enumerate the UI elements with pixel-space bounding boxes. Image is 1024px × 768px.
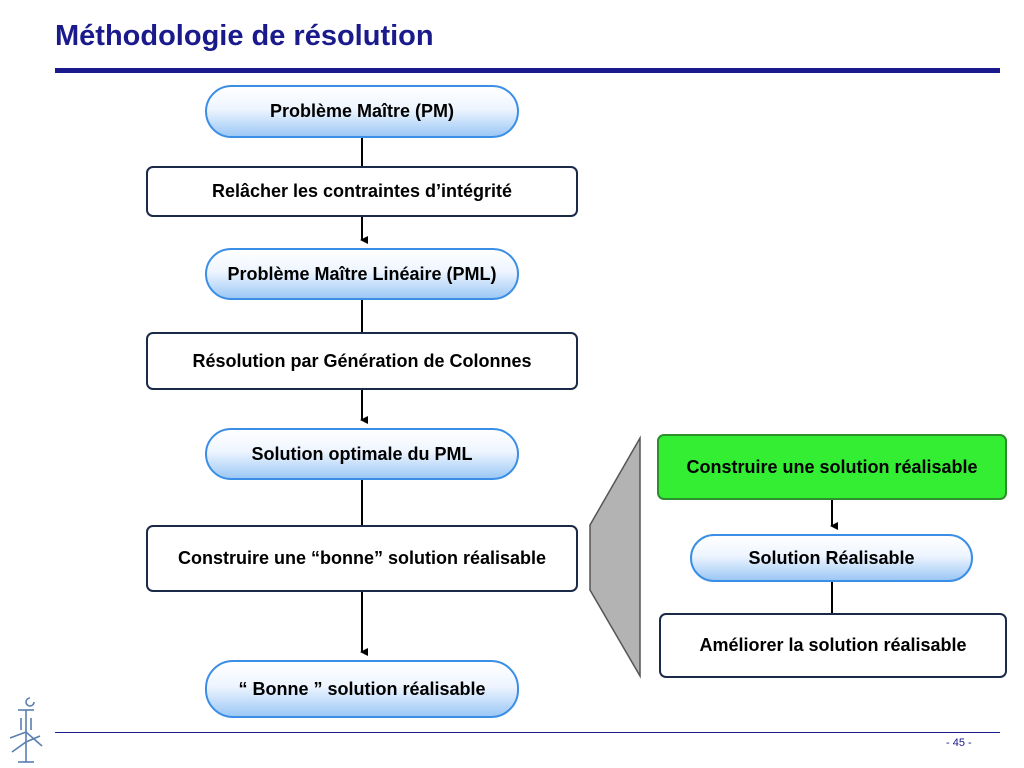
node-construire-solution-realisable: Construire une solution réalisable — [657, 434, 1007, 500]
node-solution-optimale: Solution optimale du PML — [205, 428, 519, 480]
node-relacher-contraintes: Relâcher les contraintes d’intégrité — [146, 166, 578, 217]
node-generation-colonnes: Résolution par Génération de Colonnes — [146, 332, 578, 390]
logo-icon — [9, 697, 43, 763]
node-solution-realisable: Solution Réalisable — [690, 534, 973, 582]
zoom-panel — [589, 435, 641, 679]
node-bonne-solution-realisable: “ Bonne ” solution réalisable — [205, 660, 519, 718]
page-number: - 45 - — [946, 737, 972, 749]
node-probleme-maitre-lineaire: Problème Maître Linéaire (PML) — [205, 248, 519, 300]
page-title: Méthodologie de résolution — [55, 20, 434, 52]
node-construire-bonne-solution: Construire une “bonne” solution réalisab… — [146, 525, 578, 592]
node-ameliorer-solution: Améliorer la solution réalisable — [659, 613, 1007, 678]
footer-rule — [55, 732, 1000, 733]
node-probleme-maitre: Problème Maître (PM) — [205, 85, 519, 138]
title-underline — [55, 68, 1000, 73]
